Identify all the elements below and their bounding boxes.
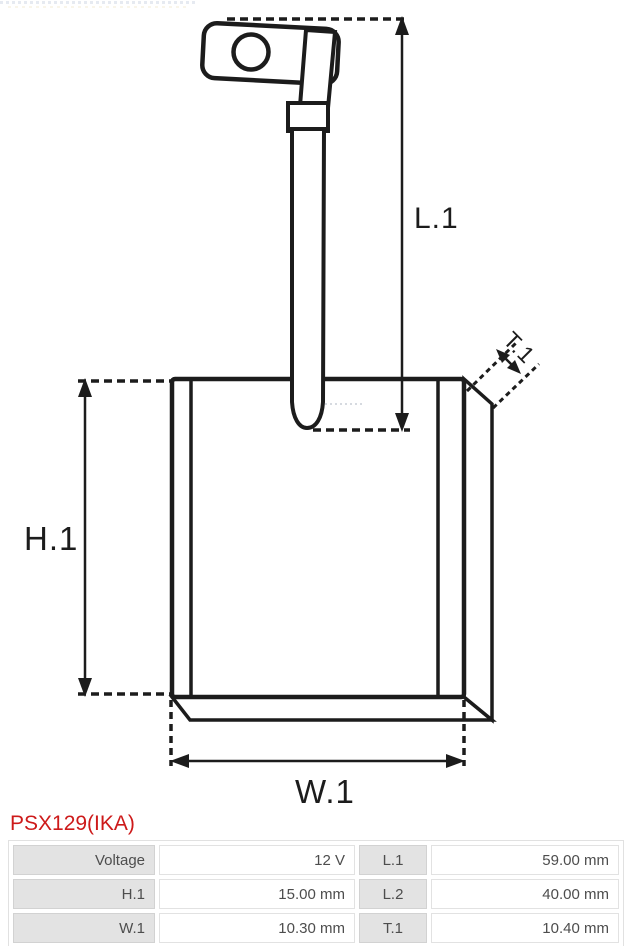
brush-dimension-diagram: L.1 H.1 W.1 T.1 — [24, 16, 541, 810]
spec-label: T.1 — [359, 913, 427, 943]
body-side-face — [462, 375, 494, 724]
h1-arrow-up — [78, 378, 92, 397]
w1-arrow-right — [446, 754, 465, 768]
terminal-bracket — [297, 27, 338, 111]
part-number: PSX129(IKA) — [10, 812, 135, 835]
body-bottom-face — [168, 695, 497, 722]
t1-arrow-upper — [496, 349, 510, 363]
dimension-l1: L.1 — [227, 16, 459, 432]
dimension-label-w1: W.1 — [295, 773, 355, 810]
spec-label: L.2 — [359, 879, 427, 909]
t1-extension-line-a — [465, 340, 519, 393]
spec-value: 59.00 mm — [431, 845, 619, 875]
artifact-strip — [0, 0, 196, 10]
l1-arrow-down — [395, 413, 409, 432]
dimension-w1: W.1 — [169, 700, 466, 810]
spec-table: Voltage 12 V L.1 59.00 mm H.1 15.00 mm L… — [8, 840, 624, 946]
table-row: W.1 10.30 mm T.1 10.40 mm — [13, 913, 619, 943]
spec-label: L.1 — [359, 845, 427, 875]
h1-arrow-down — [78, 678, 92, 697]
spec-value: 10.30 mm — [159, 913, 355, 943]
spec-table-grid: Voltage 12 V L.1 59.00 mm H.1 15.00 mm L… — [9, 841, 623, 946]
brush-body — [168, 375, 497, 724]
t1-arrow-lower — [507, 360, 521, 374]
table-row: H.1 15.00 mm L.2 40.00 mm — [13, 879, 619, 909]
dimension-label-t1: T.1 — [498, 326, 540, 368]
spec-value: 12 V — [159, 845, 355, 875]
table-row: Voltage 12 V L.1 59.00 mm — [13, 845, 619, 875]
dimension-label-l1: L.1 — [414, 202, 459, 235]
spec-label: H.1 — [13, 879, 155, 909]
body-front-face — [169, 376, 467, 700]
dimension-label-h1: H.1 — [24, 520, 78, 557]
w1-arrow-left — [170, 754, 189, 768]
t1-extension-line-b — [491, 362, 541, 410]
l1-arrow-up — [395, 16, 409, 35]
lead-assembly — [200, 20, 341, 431]
spec-value: 40.00 mm — [431, 879, 619, 909]
spec-value: 15.00 mm — [159, 879, 355, 909]
terminal-hole — [231, 32, 271, 72]
dimension-h1: H.1 — [24, 378, 172, 697]
spec-label: Voltage — [13, 845, 155, 875]
lead-wire — [290, 127, 327, 431]
spec-value: 10.40 mm — [431, 913, 619, 943]
wire-crimp — [286, 101, 330, 133]
spec-label: W.1 — [13, 913, 155, 943]
